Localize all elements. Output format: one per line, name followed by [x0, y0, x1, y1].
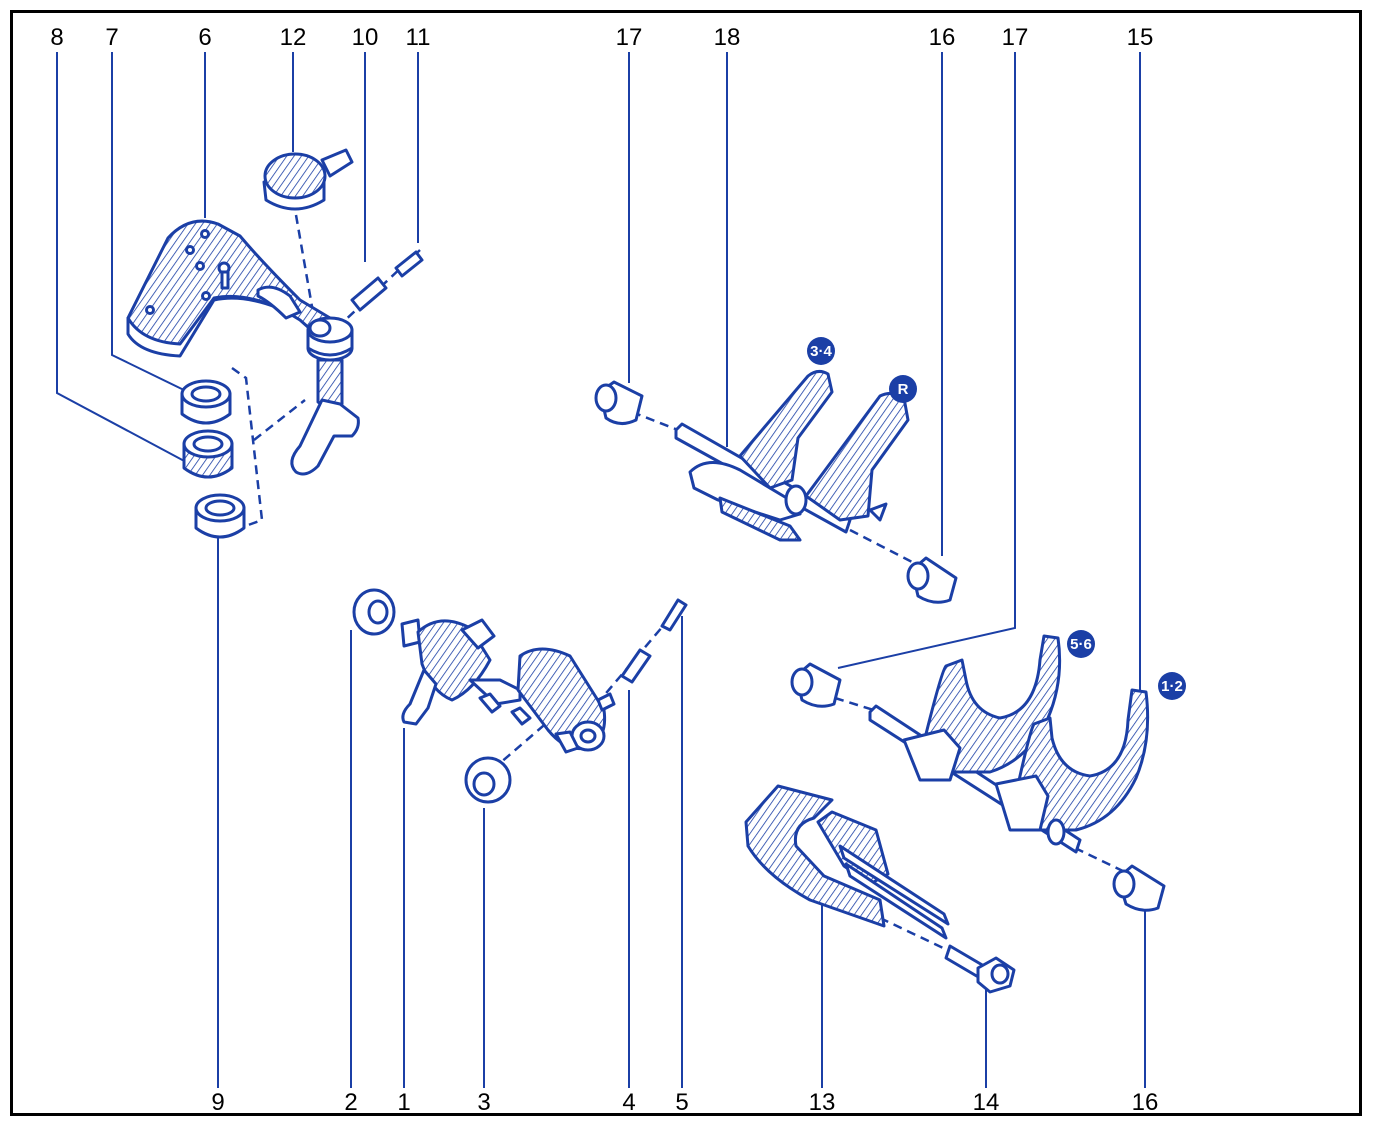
plug-part-16-a	[906, 556, 958, 604]
bushing-part-7	[180, 379, 232, 425]
plug-part-17-a	[594, 380, 644, 425]
assembly-line-lever	[253, 399, 306, 441]
assembly-lines	[231, 214, 1126, 957]
callout-2: 2	[344, 1089, 357, 1116]
leader-7	[111, 52, 189, 393]
callout-5: 5	[675, 1089, 688, 1116]
callout-labels-top: 8 7 6 12 10 11 17 18 16 17 15	[50, 24, 1153, 51]
callout-3: 3	[477, 1089, 490, 1116]
gear-badge-r-label: R	[898, 381, 909, 398]
bolt-part-14	[944, 944, 1016, 994]
callout-1: 1	[397, 1089, 410, 1116]
gear-badge-3-4-label: 3·4	[810, 343, 832, 360]
callout-14: 14	[973, 1089, 1000, 1116]
assembly-line-rod-2-end	[1074, 846, 1126, 874]
gear-badge-5-6: 5·6	[1067, 630, 1095, 658]
assembly-line-rod-1	[631, 410, 679, 432]
fork-rod-part-15	[868, 634, 1150, 854]
callout-10: 10	[352, 24, 379, 51]
leader-lines	[56, 52, 1146, 1088]
gear-badge-1-2: 1·2	[1158, 672, 1186, 700]
callout-13: 13	[809, 1089, 836, 1116]
needle-bearing-part-8	[182, 429, 234, 479]
callout-12: 12	[280, 24, 307, 51]
assembly-line-bushings	[231, 366, 264, 530]
leader-17-b	[837, 52, 1016, 669]
gear-badge-1-2-label: 1·2	[1161, 678, 1183, 695]
callout-11: 11	[406, 24, 431, 51]
callout-16-b: 16	[1132, 1089, 1159, 1116]
callout-16-a: 16	[929, 24, 956, 51]
roll-pin-part-4	[620, 648, 652, 684]
callout-7: 7	[105, 24, 118, 51]
assembly-line-knob	[294, 214, 316, 319]
gear-badge-5-6-label: 5·6	[1070, 636, 1092, 653]
callout-15: 15	[1127, 24, 1154, 51]
interlock-plate-part-13	[744, 784, 950, 940]
knob-part-12	[262, 148, 354, 211]
callout-18: 18	[714, 24, 741, 51]
bushing-part-9	[194, 493, 246, 539]
bushing-part-2	[352, 588, 396, 636]
roll-pin-part-10	[350, 276, 388, 312]
callout-17-b: 17	[1002, 24, 1029, 51]
roll-pin-part-11	[394, 250, 424, 278]
fork-rod-part-18	[674, 369, 910, 542]
roll-pin-part-5	[660, 598, 688, 632]
callout-17-a: 17	[616, 24, 643, 51]
bushing-part-3	[464, 756, 512, 804]
lever-plate-part-6	[126, 219, 360, 476]
selector-shaft-part-1	[400, 618, 616, 754]
assembly-line-rod-1-end	[849, 528, 919, 567]
diagram-frame	[10, 10, 1362, 1116]
assembly-line-rod-2	[834, 696, 881, 714]
assembly-line-bushing-3	[491, 719, 551, 771]
callout-labels-bottom: 9 2 1 3 4 5 13 14 16	[211, 1089, 1158, 1116]
callout-4: 4	[622, 1089, 635, 1116]
callout-6: 6	[198, 24, 211, 51]
gear-badge-3-4: 3·4	[807, 337, 835, 365]
callout-8: 8	[50, 24, 63, 51]
plug-part-16-b	[1112, 864, 1166, 912]
leader-8	[56, 52, 189, 464]
plug-part-17-b	[790, 662, 842, 708]
callout-9: 9	[211, 1089, 224, 1116]
gear-badge-r: R	[889, 375, 917, 403]
